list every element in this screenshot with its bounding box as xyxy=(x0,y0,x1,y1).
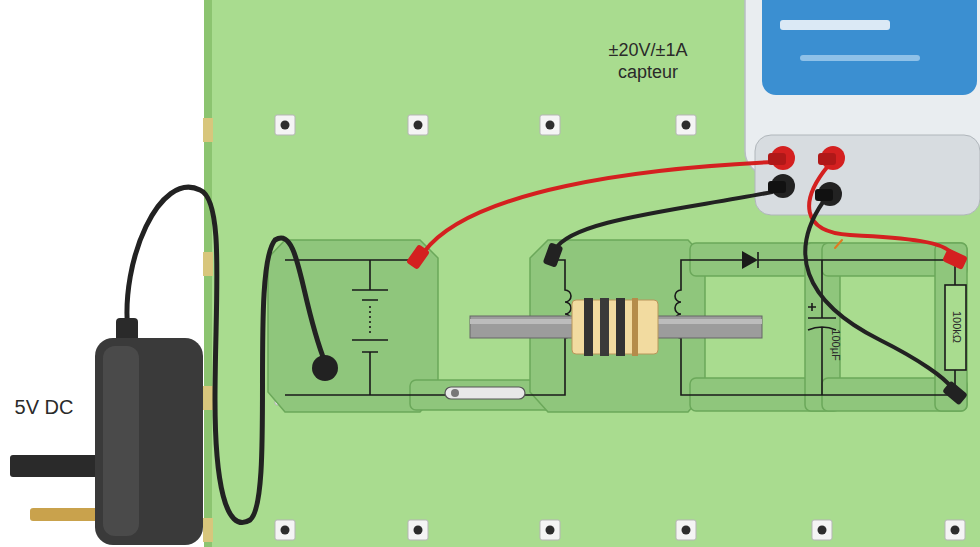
coil-band xyxy=(632,298,638,356)
peg xyxy=(676,115,696,135)
coil-band xyxy=(600,298,609,356)
sensor-badge xyxy=(780,20,890,30)
peg-base xyxy=(676,520,696,540)
board-tab xyxy=(203,252,213,276)
peg xyxy=(540,520,560,540)
peg-base xyxy=(945,520,965,540)
coil-band xyxy=(584,298,593,356)
test-leads xyxy=(424,162,952,388)
peg-stud xyxy=(281,526,290,535)
peg-stud xyxy=(546,526,555,535)
coil-band xyxy=(616,298,625,356)
peg xyxy=(676,520,696,540)
peg-stud xyxy=(281,121,290,130)
black-plug xyxy=(942,381,968,406)
modules xyxy=(268,240,967,412)
peg xyxy=(408,520,428,540)
peg xyxy=(275,520,295,540)
peg-stud xyxy=(818,526,827,535)
polarity-mark xyxy=(835,240,842,248)
peg-stud xyxy=(682,526,691,535)
circuit-lines xyxy=(285,252,966,395)
resistor-value: 100kΩ xyxy=(949,311,962,343)
peg xyxy=(945,520,965,540)
black-lead xyxy=(555,192,772,250)
red-plug xyxy=(768,153,786,165)
board-tab xyxy=(203,386,213,410)
peg xyxy=(540,115,560,135)
red-plug xyxy=(942,248,968,270)
board-tab xyxy=(203,118,213,142)
peg-base xyxy=(408,520,428,540)
red-plug xyxy=(406,244,430,270)
peg xyxy=(812,520,832,540)
peg-base xyxy=(540,115,560,135)
peg-base xyxy=(275,520,295,540)
board-edge xyxy=(204,0,212,547)
sensor-device xyxy=(745,0,980,215)
sensor-top xyxy=(762,0,977,95)
board-tab xyxy=(203,518,213,542)
black-plug xyxy=(768,181,786,193)
peg-stud xyxy=(414,526,423,535)
dc-jack xyxy=(312,355,338,381)
supply-label: 5V DC xyxy=(15,395,74,419)
battery-wires xyxy=(285,260,418,395)
peg-base xyxy=(676,115,696,135)
battery-symbol xyxy=(369,306,371,334)
plug-prong xyxy=(30,508,100,521)
peg-stud xyxy=(951,526,960,535)
resistor-symbol xyxy=(945,285,966,370)
diode-symbol xyxy=(742,251,758,269)
peg-base xyxy=(540,520,560,540)
sensor-front xyxy=(755,135,980,215)
switch-lever-bar xyxy=(445,387,525,399)
black-plug xyxy=(815,189,833,201)
sensor-badge xyxy=(800,55,920,61)
plug-prong xyxy=(10,455,100,477)
red-lead xyxy=(809,166,952,254)
switch-pivot xyxy=(451,389,459,397)
peg-stud xyxy=(682,121,691,130)
adapter-body xyxy=(95,338,203,545)
switch-lever xyxy=(445,387,525,399)
capacitor-value: 100µF xyxy=(828,329,841,360)
capacitor-plus-mark xyxy=(808,303,816,311)
red-lead xyxy=(424,162,775,252)
peg xyxy=(275,115,295,135)
battery-symbol xyxy=(352,290,388,352)
red-plug xyxy=(818,153,836,165)
power-adapter xyxy=(10,187,338,545)
adapter-face xyxy=(103,346,139,536)
black-plug xyxy=(543,242,564,267)
peg-stud xyxy=(414,121,423,130)
black-lead xyxy=(805,202,952,388)
coil-on-rod xyxy=(470,298,762,356)
sensor-caption: ±20V/±1A capteur xyxy=(592,40,704,83)
lead-plugs xyxy=(406,153,968,405)
peg-base xyxy=(275,115,295,135)
resistor-module xyxy=(935,243,967,411)
peg-base xyxy=(812,520,832,540)
peg xyxy=(408,115,428,135)
peg-stud xyxy=(546,121,555,130)
peg-base xyxy=(408,115,428,135)
